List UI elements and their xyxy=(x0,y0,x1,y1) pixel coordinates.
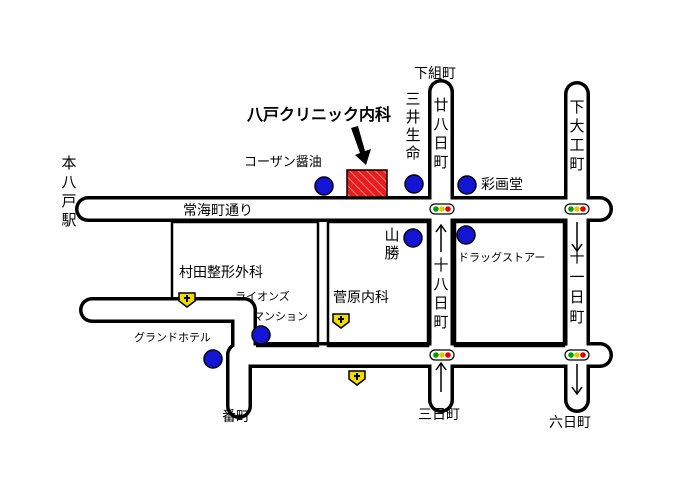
clinic-name-label: 八戸クリニック内科 xyxy=(246,105,391,124)
traffic-signal-icon xyxy=(564,349,590,361)
ban-cho-label: 番町 xyxy=(222,409,250,425)
lions-mansion-label-1: ライオンズ xyxy=(235,289,290,303)
nijuhachinichi-machi-label: 廿八日町 xyxy=(433,96,448,171)
blue-dot-icon[interactable] xyxy=(456,225,476,245)
yamakatsu-label-text: 山勝 xyxy=(384,226,399,262)
traffic-signal-icon xyxy=(429,203,455,215)
one-way-arrow-icon xyxy=(571,364,583,396)
kosan-shoyu-label: コーザン醤油 xyxy=(244,155,322,170)
shimodaiku-machi-label: 下大工町 xyxy=(569,98,584,173)
sannohe-inochi-label-text: 三井生命 xyxy=(405,90,420,162)
down-arrow-icon xyxy=(351,126,371,165)
hospital-cross-icon[interactable] xyxy=(332,313,350,329)
blue-dot-icon[interactable] xyxy=(314,176,334,196)
mikka-machi-label: 三日町 xyxy=(418,407,460,423)
jyuichinichi-machi-label: 十一日町 xyxy=(569,248,584,326)
drugstore-label: ドラッグストアー xyxy=(458,250,545,264)
blue-dot-icon[interactable] xyxy=(251,325,271,345)
murata-clinic-label: 村田整形外科 xyxy=(179,265,263,281)
side-streets xyxy=(170,220,566,348)
grand-hotel-label: グランドホテル xyxy=(134,330,211,344)
road-interiors xyxy=(78,82,610,416)
traffic-signal-icon xyxy=(429,349,455,361)
shimodaiku-machi-label-text: 下大工町 xyxy=(569,98,584,173)
station-label-text: 本八戸駅 xyxy=(61,154,76,229)
hospital-cross-icon[interactable] xyxy=(348,370,366,386)
main-street-label: 常海町通り xyxy=(183,203,253,219)
shimogumi-cho-label: 下組町 xyxy=(414,66,456,82)
muika-machi-label: 六日町 xyxy=(549,415,591,431)
nijuhachinichi-machi-label-text: 廿八日町 xyxy=(433,96,448,171)
traffic-signal-icon xyxy=(564,203,590,215)
lions-mansion-label-2: マンション xyxy=(253,310,308,323)
sugawara-clinic-label: 菅原内科 xyxy=(333,290,389,306)
hospital-cross-icon[interactable] xyxy=(178,292,196,308)
yamakatsu-label: 山勝 xyxy=(384,226,399,262)
blue-dot-icon[interactable] xyxy=(457,175,477,195)
one-way-arrow-icon xyxy=(435,223,447,252)
one-way-arrow-icon xyxy=(571,222,583,253)
blue-dot-icon[interactable] xyxy=(404,174,424,194)
blue-dot-icon[interactable] xyxy=(203,349,223,369)
saigado-label: 彩画堂 xyxy=(481,177,523,193)
jyuhachinichi-machi-label: 十八日町 xyxy=(433,256,448,331)
station-label: 本八戸駅 xyxy=(61,154,76,229)
sannohe-inochi-label: 三井生命 xyxy=(405,90,420,162)
clinic-marker[interactable] xyxy=(346,169,388,198)
one-way-arrow-icon xyxy=(435,361,447,392)
jyuichinichi-machi-label-text: 十一日町 xyxy=(569,248,584,326)
jyuhachinichi-machi-label-text: 十八日町 xyxy=(433,256,448,331)
blue-dot-icon[interactable] xyxy=(403,228,423,248)
